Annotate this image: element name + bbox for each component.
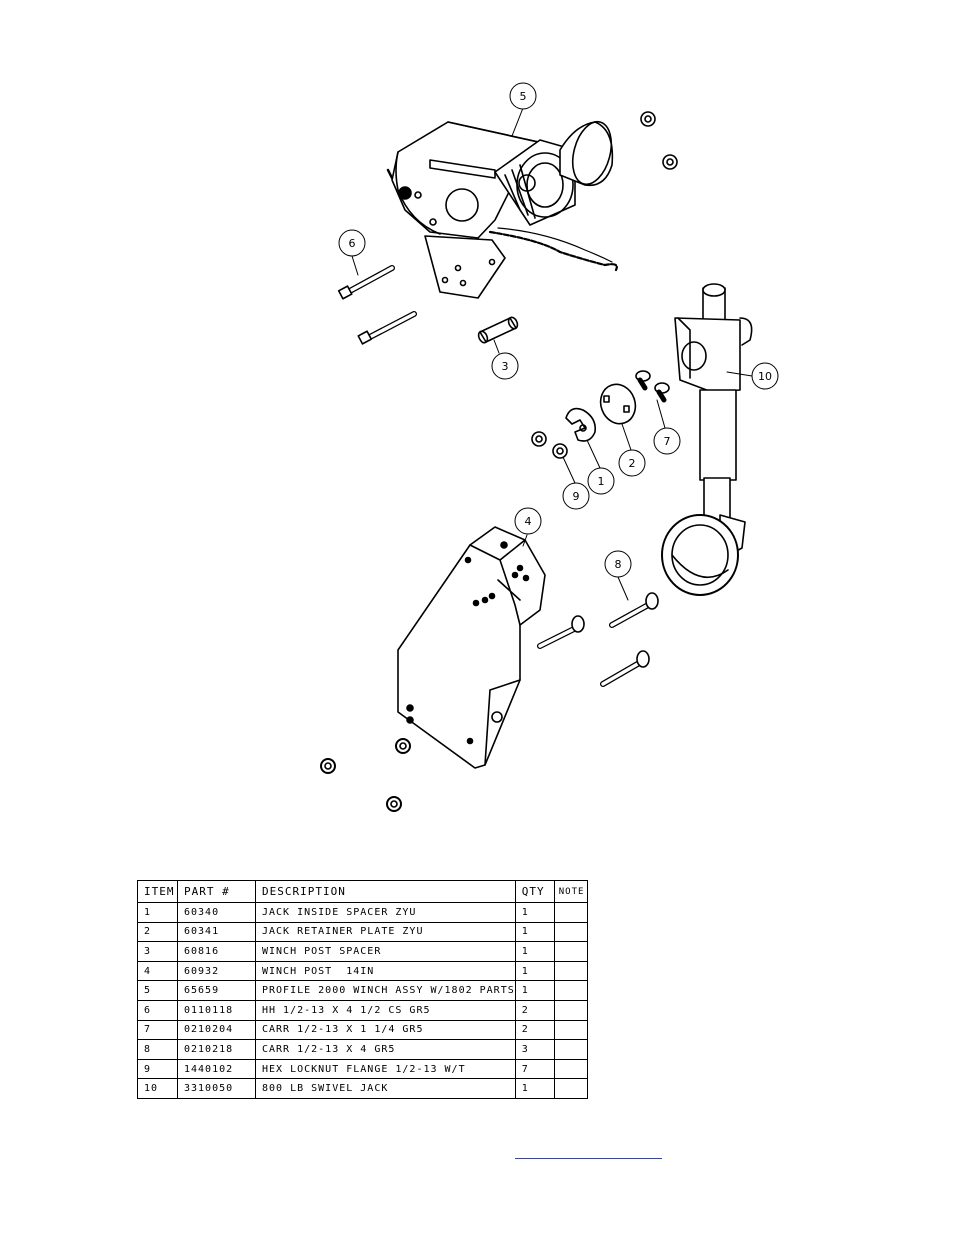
cell-item: 4 [137,960,178,982]
winch-post-spacer [477,316,519,344]
cell-item: 7 [137,1019,178,1041]
flange-nut [320,738,411,812]
cell-item: 8 [137,1039,178,1060]
cell-description: CARR 1/2-13 X 1 1/4 GR5 [255,1019,516,1041]
cell-note [553,1039,588,1060]
cell-part: 60932 [177,960,256,982]
cell-item: 9 [137,1058,178,1080]
cell-qty: 1 [514,1078,555,1099]
cell-qty: 7 [514,1058,555,1080]
cell-note [553,960,588,982]
cell-description: WINCH POST SPACER [255,941,516,962]
cell-qty: 1 [514,921,555,943]
balloon-label: 8 [615,558,622,571]
balloon-label: 9 [573,490,580,503]
jack-retainer-plate [599,383,637,425]
cell-description: JACK RETAINER PLATE ZYU [255,921,516,943]
balloon-label: 6 [349,237,356,250]
swivel-jack [661,283,753,596]
cell-description: PROFILE 2000 WINCH ASSY W/1802 PARTS [255,980,516,1001]
cell-note [553,1078,588,1099]
cell-description: WINCH POST 14IN [255,960,516,982]
cell-part: 1440102 [177,1058,256,1080]
cell-part: 3310050 [177,1078,256,1099]
header-qty: QTY [514,880,555,903]
header-description: DESCRIPTION [255,880,516,903]
hex-bolt [337,265,417,345]
cell-note [553,902,588,923]
balloon-label: 5 [520,90,527,103]
balloon-label: 2 [629,457,636,470]
cell-description: 800 LB SWIVEL JACK [255,1078,516,1099]
exploded-assembly-drawing: 5 6 3 10 7 2 1 9 4 8 [320,82,779,812]
header-item: ITEM [137,880,178,903]
carriage-bolt-short [635,370,670,403]
cell-note [553,941,588,962]
hex-locknut [531,431,568,459]
table-header-row: ITEM PART # DESCRIPTION QTY NOTE [137,880,588,903]
balloon-label: 10 [758,370,772,383]
header-part-number: PART # [177,880,256,903]
winch-post [397,526,546,769]
cell-part: 65659 [177,980,256,1001]
cell-part: 0110118 [177,999,256,1021]
cell-description: HH 1/2-13 X 4 1/2 CS GR5 [255,999,516,1021]
cell-part: 60341 [177,921,256,943]
carriage-bolt-long [537,592,659,687]
cell-part: 60340 [177,902,256,923]
cell-qty: 1 [514,902,555,923]
hyperlink-underline[interactable] [515,1158,662,1159]
winch-assembly [386,120,618,299]
cell-description: CARR 1/2-13 X 4 GR5 [255,1039,516,1060]
cell-item: 5 [137,980,178,1001]
cell-description: JACK INSIDE SPACER ZYU [255,902,516,923]
cell-item: 6 [137,999,178,1021]
cell-note [553,921,588,943]
cell-description: HEX LOCKNUT FLANGE 1/2-13 W/T [255,1058,516,1080]
cell-note [553,999,588,1021]
balloon-label: 4 [525,515,532,528]
jack-inside-spacer [565,407,597,442]
leader-lines [351,107,753,601]
cell-qty: 1 [514,941,555,962]
hex-nut [640,111,678,170]
cell-qty: 2 [514,999,555,1021]
cell-item: 10 [137,1078,178,1099]
balloon-label: 3 [502,360,509,373]
cell-note [553,980,588,1001]
cell-note [553,1019,588,1041]
balloon-label: 1 [598,475,605,488]
cell-part: 0210204 [177,1019,256,1041]
cell-qty: 3 [514,1039,555,1060]
cell-part: 60816 [177,941,256,962]
cell-qty: 1 [514,960,555,982]
header-note: NOTE [553,880,588,903]
cell-item: 1 [137,902,178,923]
balloon-label: 7 [664,435,671,448]
cell-qty: 1 [514,980,555,1001]
cell-qty: 2 [514,1019,555,1041]
cell-part: 0210218 [177,1039,256,1060]
cell-item: 2 [137,921,178,943]
cell-note [553,1058,588,1080]
cell-item: 3 [137,941,178,962]
